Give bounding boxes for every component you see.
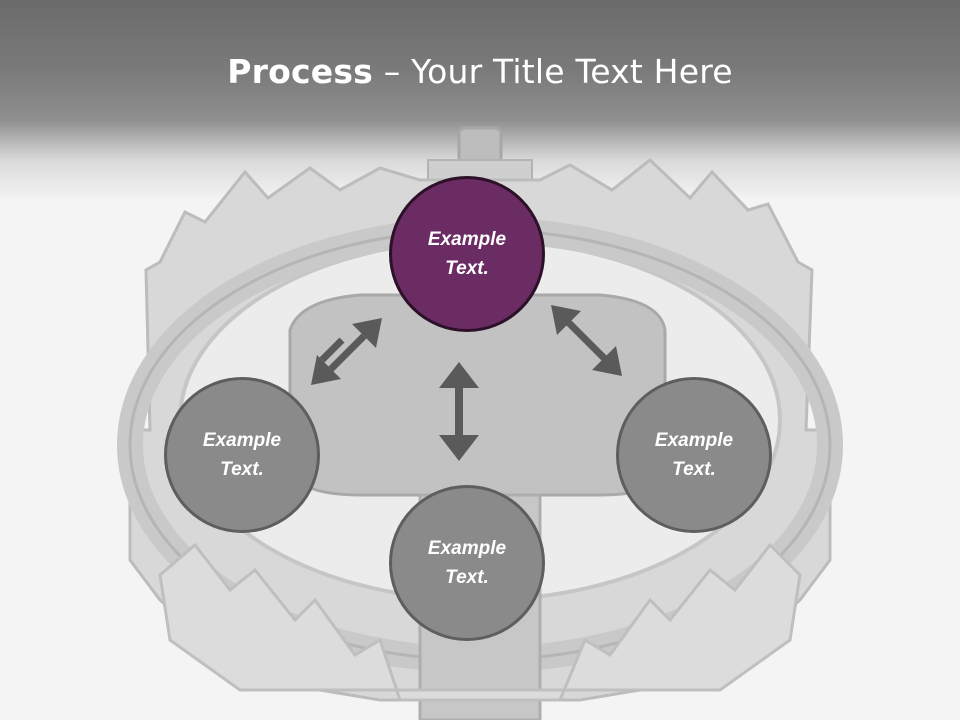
title-rest: – Your Title Text Here bbox=[373, 52, 733, 91]
process-node-bottom[interactable]: Example Text. bbox=[389, 485, 545, 641]
process-node-top-label: Example Text. bbox=[427, 229, 507, 279]
process-node-bottom-label: Example Text. bbox=[427, 538, 507, 588]
title-bold: Process bbox=[227, 52, 374, 91]
slide-title: Process – Your Title Text Here bbox=[0, 52, 960, 91]
double-arrow-left-icon bbox=[311, 318, 382, 385]
double-arrow-vertical-icon bbox=[439, 362, 479, 461]
process-node-top[interactable]: Example Text. bbox=[389, 176, 545, 332]
process-node-left-label: Example Text. bbox=[202, 430, 282, 480]
process-node-right-label: Example Text. bbox=[654, 430, 734, 480]
process-node-left[interactable]: Example Text. bbox=[164, 377, 320, 533]
process-node-right[interactable]: Example Text. bbox=[616, 377, 772, 533]
double-arrow-right-icon bbox=[551, 305, 622, 376]
